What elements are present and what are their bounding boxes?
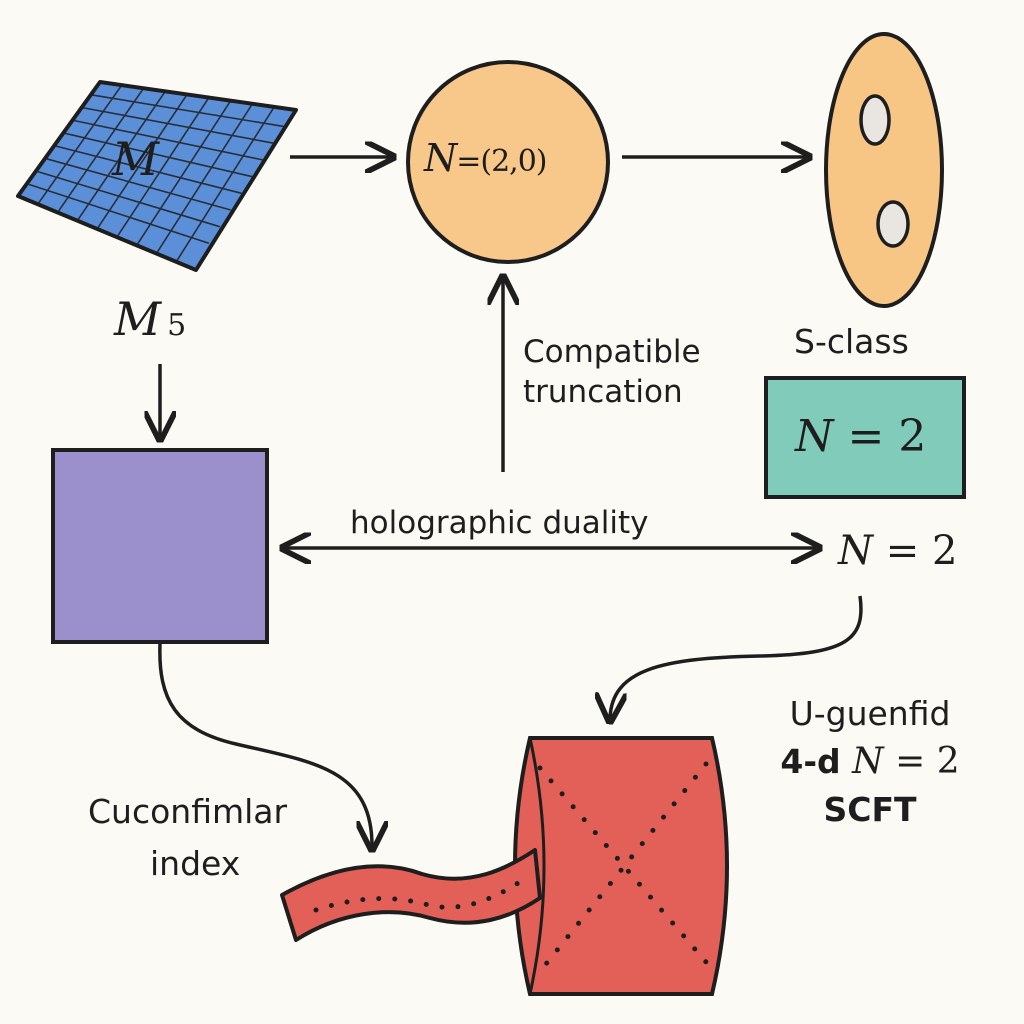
surface-hole-lower <box>876 200 910 248</box>
manifold-grid <box>16 80 298 272</box>
bulk-square <box>51 448 269 644</box>
s-class-label: S-class <box>794 322 909 361</box>
surface-hole-upper <box>859 94 891 146</box>
arrow-n2-to-cylinder <box>610 595 863 718</box>
n2-box-label: N = 2 <box>795 411 927 462</box>
u-guenfid-label: U-guenfid 4-d N = 2 SCFT <box>780 694 960 829</box>
red-cylinder <box>513 736 729 996</box>
holographic-duality-label: holographic duality <box>350 505 649 541</box>
arrow-square-to-ribbon <box>158 643 372 846</box>
theory-20-label: N=(2,0) <box>424 136 548 180</box>
manifold-label: M <box>112 132 160 186</box>
theory-20-circle <box>406 60 610 264</box>
red-ribbon <box>280 848 542 942</box>
n2-box <box>764 376 966 499</box>
s-class-surface <box>824 32 944 308</box>
n2-mid-label: N = 2 <box>838 528 958 574</box>
